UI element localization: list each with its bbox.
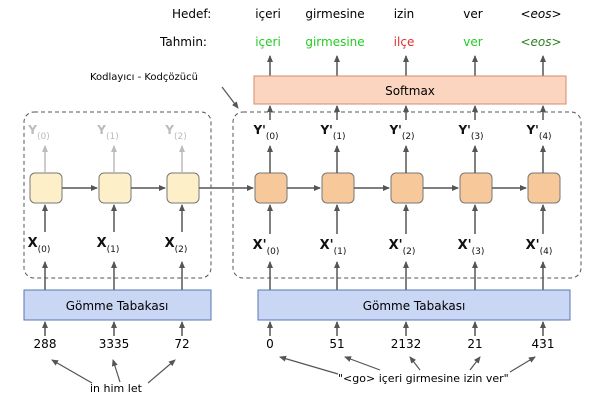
token-id: 51	[329, 337, 344, 351]
target-word: ver	[463, 7, 482, 21]
predicted-word: ver	[463, 35, 482, 49]
encoder-cell	[166, 172, 200, 204]
symbol-label: X(1)	[97, 236, 120, 255]
symbol-label: Y(1)	[96, 123, 118, 142]
embedding-right-label: Gömme Tabakası	[363, 299, 466, 313]
softmax-label: Softmax	[385, 84, 435, 98]
target-row: içeri girmesine izin ver <eos>	[255, 7, 561, 21]
prediction-row: içeri girmesine ilçe ver <eos>	[255, 35, 562, 76]
token-id: 288	[34, 337, 57, 351]
decoder-group	[232, 111, 582, 279]
encoder-input-caption: in him let	[90, 382, 143, 395]
decoder-cell	[390, 172, 424, 204]
decoder-cell	[459, 172, 493, 204]
symbol-label: Y(0)	[27, 123, 49, 142]
input-caption-arrows	[51, 355, 536, 384]
tahmin-label: Tahmin:	[159, 35, 207, 49]
symbol-label: X(2)	[165, 236, 188, 255]
embedding-layer-right	[257, 289, 571, 321]
decoder-input-caption: "<go> içeri girmesine izin ver"	[338, 372, 509, 385]
symbol-label: X'(1)	[320, 238, 347, 257]
symbol-label: X'(0)	[253, 238, 280, 257]
decoder-cell	[321, 172, 355, 204]
hedef-label: Hedef:	[172, 7, 211, 21]
predicted-word: içeri	[255, 35, 281, 49]
symbol-label: Y'(1)	[319, 123, 345, 142]
token-id: 2132	[391, 337, 422, 351]
token-id: 0	[266, 337, 274, 351]
encoder: Y(0) X(0) 288 Y(1) X(1) 3335 Y(2) X(2) 72	[27, 123, 254, 351]
symbol-label: Y'(0)	[252, 123, 278, 142]
predicted-word: girmesine	[305, 35, 364, 49]
encoder-cell	[98, 172, 132, 204]
decoder: Y'(0) X'(0) 0 Y'(1) X'(1) 51 Y'(2) X'(2) 2132 Y'(…	[252, 105, 561, 351]
token-id: 431	[532, 337, 555, 351]
caption-pointer-arrow	[221, 86, 239, 109]
symbol-label: X'(4)	[526, 238, 553, 257]
symbol-label: Y'(2)	[388, 123, 414, 142]
token-id: 21	[467, 337, 482, 351]
symbol-label: X(0)	[28, 236, 51, 255]
symbol-label: Y(2)	[164, 123, 186, 142]
target-word: <eos>	[520, 7, 561, 21]
embedding-layer-left	[23, 289, 212, 321]
predicted-word: <eos>	[520, 35, 561, 49]
predicted-word: ilçe	[394, 35, 415, 49]
encoder-cell	[29, 172, 63, 204]
embedding-left-label: Gömme Tabakası	[66, 299, 169, 313]
token-id: 3335	[99, 337, 130, 351]
softmax-box	[253, 75, 567, 105]
decoder-cell	[527, 172, 561, 204]
token-id: 72	[174, 337, 189, 351]
target-word: içeri	[255, 7, 281, 21]
symbol-label: X'(3)	[458, 238, 485, 257]
symbol-label: Y'(4)	[525, 123, 551, 142]
encoder-decoder-label: Kodlayıcı - Kodçözücü	[90, 72, 198, 83]
decoder-cell	[254, 172, 288, 204]
target-word: girmesine	[305, 7, 364, 21]
symbol-label: X'(2)	[389, 238, 416, 257]
target-word: izin	[394, 7, 415, 21]
encoder-group	[23, 111, 212, 279]
symbol-label: Y'(3)	[457, 123, 483, 142]
